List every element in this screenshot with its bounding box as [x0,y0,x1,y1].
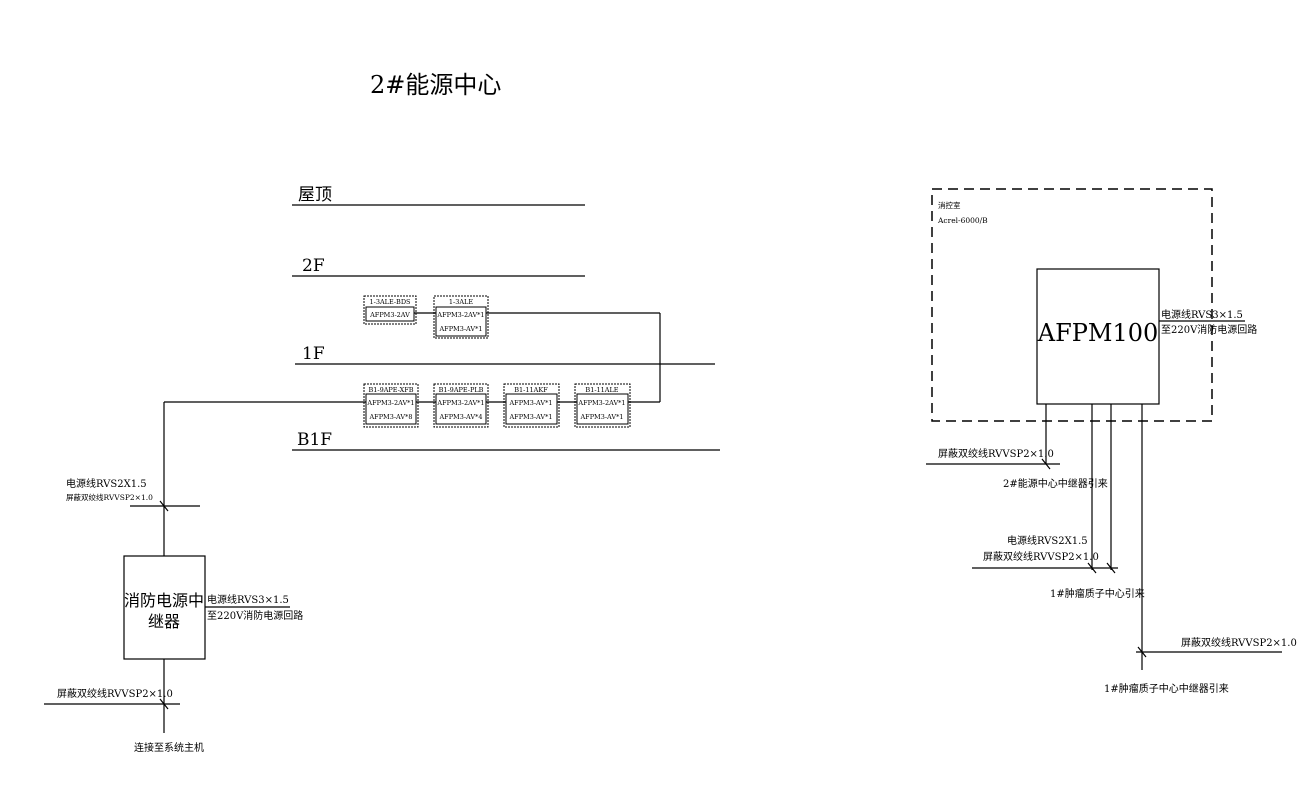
device-name: 1-3ALE-BDS [370,298,411,306]
device-b1-2-outer [433,383,489,428]
device-1f-1-outer [363,295,417,325]
device-name: B1-11ALE [585,386,618,394]
device-model: AFPM3-AV*1 [438,325,482,333]
shield2-label: 屏蔽双绞线RVVSP2×1.0 [983,550,1099,563]
device-model: AFPM3-AV*1 [579,413,623,421]
device-name: B1-11AKF [514,386,548,394]
cable-tick [159,698,169,710]
shield1-label: 屏蔽双绞线RVVSP2×1.0 [938,447,1054,460]
cable-tick [159,500,169,512]
power2-label: 电源线RVS2X1.5 [1007,534,1088,547]
cable-tick [1106,562,1116,574]
afpm100-label: AFPM100 [1037,319,1159,347]
device-model: AFPM3-AV*4 [438,413,482,421]
device-name: 1-3ALE [449,298,473,306]
device-1f-2-inner [435,306,487,337]
device-b1-4-outer [574,383,631,428]
bottom-shield-label: 屏蔽双绞线RVVSP2×1.0 [57,687,173,700]
device-1f-2-outer [433,295,489,339]
device-name: B1-9APE-PLB [439,386,484,394]
relay-label-line2: 继器 [148,612,180,631]
device-b1-2-inner [435,393,487,425]
cable-tick [1137,646,1147,658]
device-model: AFPM3-AV*1 [508,399,552,407]
shield3-label: 屏蔽双绞线RVVSP2×1.0 [1181,636,1297,649]
afpm-power-label: 电源线RVS3×1.5 [1161,308,1243,321]
device-model: AFPM3-2AV*1 [577,399,625,407]
device-b1-1-outer [363,383,419,428]
relay-label-line1: 消防电源中 [124,591,204,610]
device-b1-1-inner [365,393,417,425]
cable-tick [1041,458,1051,470]
afpm100-box [1036,268,1160,405]
cable-power-label: 电源线RVS2X1.5 [66,477,147,490]
device-model: AFPM3-2AV [369,311,410,319]
relay-in-label: 2#能源中心中继器引来 [1003,477,1108,490]
relay-power-dest: 至220V消防电源回路 [207,609,303,622]
control-room-label: 消控室 [938,200,961,210]
diagram-title: 2#能源中心 [370,71,501,99]
afpm-power-dest: 至220V消防电源回路 [1161,323,1257,336]
device-model: AFPM3-AV*1 [508,413,552,421]
device-model: AFPM3-2AV*1 [436,399,484,407]
floor-label-2f: 2F [302,256,325,276]
control-room-model: Acrel-6000/B [937,216,988,225]
device-model: AFPM3-AV*8 [368,413,412,421]
device-1f-1-inner [365,306,415,322]
cable-shield-label: 屏蔽双绞线RVVSP2×1.0 [66,492,153,502]
device-name: B1-9APE-XFB [368,386,413,394]
device-b1-3-outer [503,383,560,428]
cable-tick [1087,562,1097,574]
tumor-center-label: 1#肿瘤质子中心引来 [1050,587,1145,600]
tumor-relay-label: 1#肿瘤质子中心中继器引来 [1104,682,1229,695]
device-b1-4-inner [576,393,629,425]
floor-label-roof: 屋顶 [298,185,332,205]
device-b1-3-inner [505,393,558,425]
floor-label-b1f: B1F [297,430,332,450]
device-model: AFPM3-2AV*1 [436,311,484,319]
connect-host-label: 连接至系统主机 [134,741,204,754]
floor-label-1f: 1F [302,344,325,364]
relay-power-label: 电源线RVS3×1.5 [207,593,289,606]
device-model: AFPM3-2AV*1 [366,399,414,407]
